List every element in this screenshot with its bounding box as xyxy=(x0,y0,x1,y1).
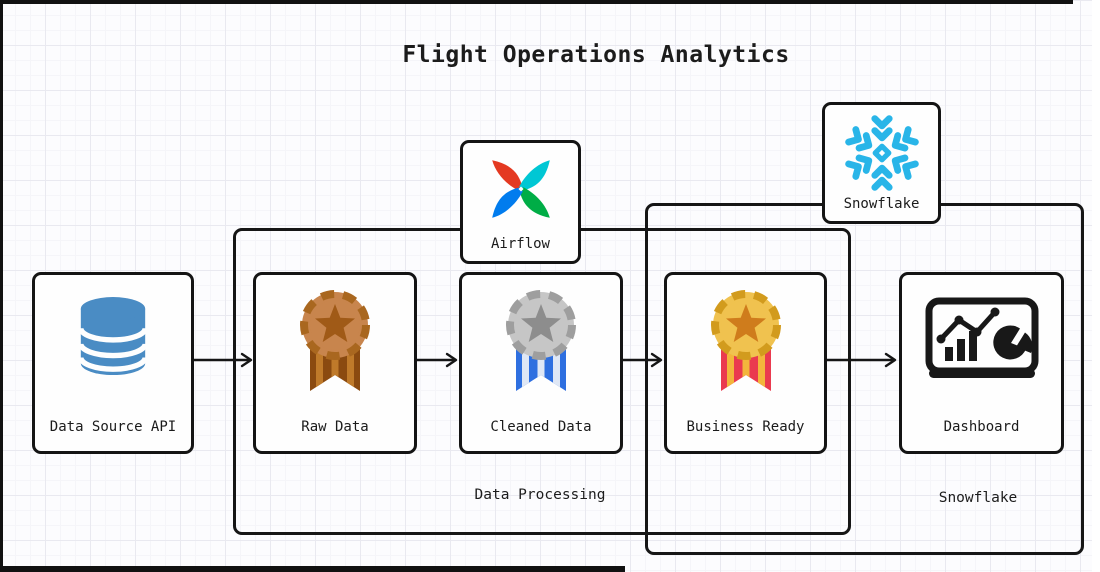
node-airflow: Airflow xyxy=(460,140,581,264)
airflow-pinwheel-icon xyxy=(485,153,557,225)
node-dashboard: Dashboard xyxy=(899,272,1064,454)
diagram-title: Flight Operations Analytics xyxy=(402,42,790,68)
flow-arrow xyxy=(409,352,458,368)
node-label: Business Ready xyxy=(686,419,805,435)
snowflake-group-label: Snowflake xyxy=(938,490,1018,506)
database-icon xyxy=(74,293,152,383)
bronze-medal-icon xyxy=(297,288,373,400)
screen-edge-left xyxy=(0,0,3,572)
screen-edge-right xyxy=(1092,0,1100,572)
node-raw-data: Raw Data xyxy=(253,272,417,454)
node-label: Airflow xyxy=(490,236,550,252)
node-label: Dashboard xyxy=(943,419,1020,435)
flow-arrow xyxy=(615,352,663,368)
screen-edge-top xyxy=(0,0,1073,4)
node-label: Cleaned Data xyxy=(490,419,592,435)
node-label: Snowflake xyxy=(843,196,920,212)
snowflake-icon xyxy=(842,113,922,193)
flow-arrow xyxy=(186,352,253,368)
node-label: Raw Data xyxy=(301,419,369,435)
data-processing-group-label: Data Processing xyxy=(474,487,606,503)
node-label: Data Source API xyxy=(49,419,177,435)
flow-arrow xyxy=(821,352,897,368)
node-cleaned-data: Cleaned Data xyxy=(459,272,623,454)
node-data-source-api: Data Source API xyxy=(32,272,194,454)
dashboard-icon xyxy=(925,297,1039,389)
node-business-ready: Business Ready xyxy=(664,272,827,454)
silver-medal-icon xyxy=(503,288,579,400)
node-snowflake: Snowflake xyxy=(822,102,941,224)
screen-edge-bottom xyxy=(0,566,625,572)
gold-medal-icon xyxy=(708,288,784,400)
